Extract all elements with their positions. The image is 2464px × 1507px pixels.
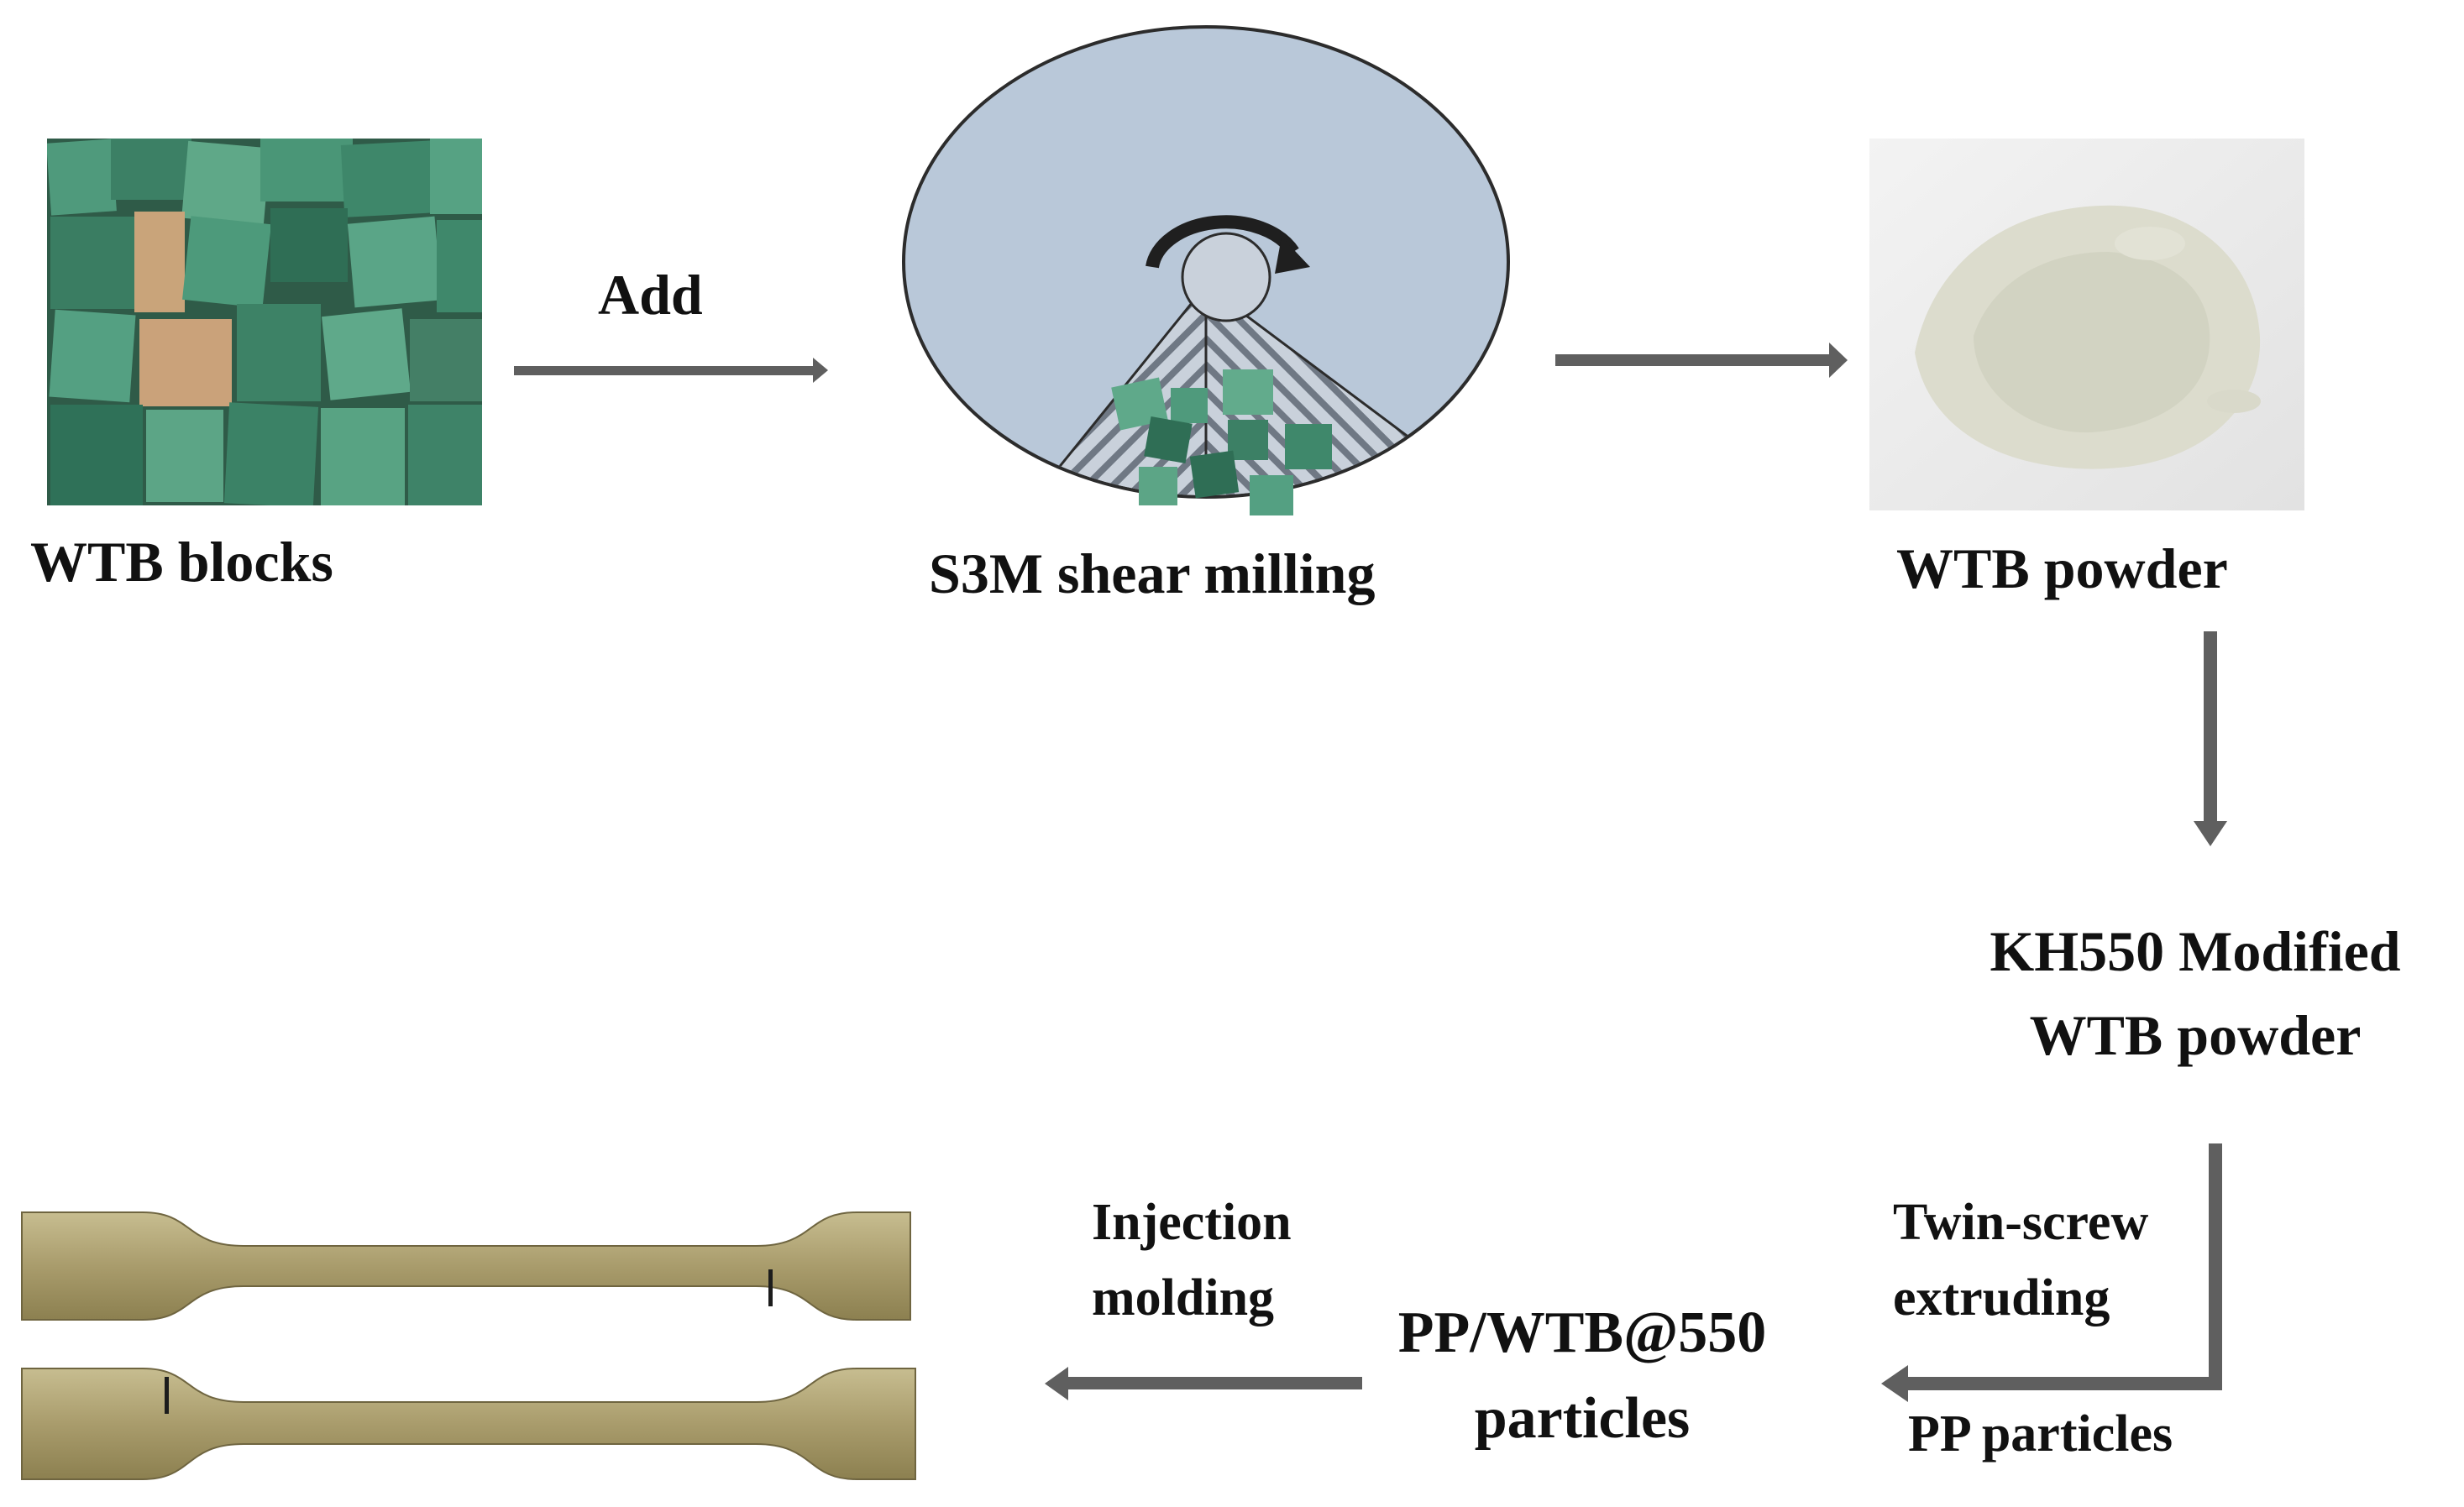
- label-add: Add: [598, 263, 703, 327]
- dumbbell-specimens: [21, 1211, 916, 1480]
- label-injection: Injection: [1092, 1194, 1292, 1251]
- label-molding: molding: [1092, 1269, 1274, 1326]
- wtb-blocks-photo: [47, 139, 482, 505]
- wtb-powder-photo: [1869, 139, 2304, 510]
- arrow-mill-to-powder: [1555, 343, 1848, 378]
- label-wtb-blocks: WTB blocks: [30, 530, 333, 594]
- arrow-add: [514, 358, 828, 383]
- label-extruding: extruding: [1893, 1269, 2110, 1326]
- label-particles: particles: [1475, 1386, 1691, 1451]
- label-s3m-shear-milling: S3M shear milling: [929, 542, 1375, 605]
- label-ppwtb550: PP/WTB@550: [1398, 1300, 1766, 1365]
- arrow-twin-screw: [1881, 1143, 2222, 1402]
- blocks-in-mill: [1111, 369, 1332, 515]
- s3m-mill-disk: [902, 25, 1510, 515]
- arrow-injection-molding: [1045, 1367, 1362, 1400]
- label-twin-screw: Twin-screw: [1893, 1194, 2148, 1251]
- arrow-powder-to-kh550: [2194, 631, 2227, 846]
- label-kh550-line1: KH550 Modified: [1990, 919, 2400, 983]
- label-kh550-line2: WTB powder: [2030, 1003, 2362, 1067]
- label-wtb-powder: WTB powder: [1896, 536, 2228, 600]
- label-pp-particles: PP particles: [1908, 1405, 2173, 1463]
